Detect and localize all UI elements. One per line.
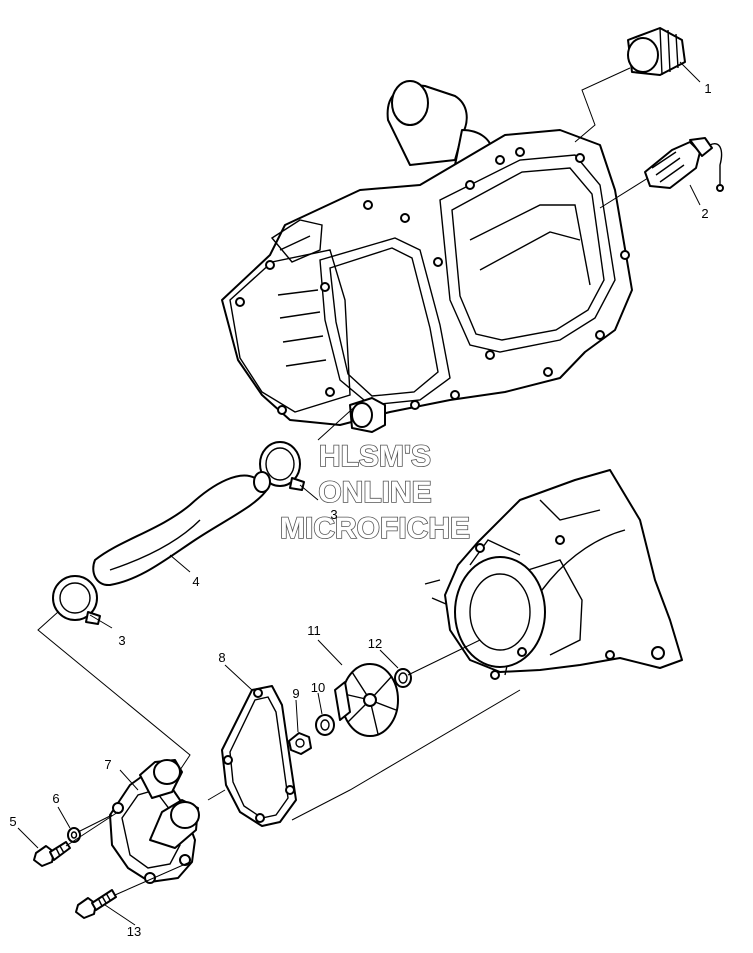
- callout-10: 10: [311, 680, 325, 695]
- part-12-seal: [394, 668, 412, 688]
- callout-6: 6: [52, 791, 59, 806]
- part-10-washer: [315, 714, 335, 736]
- callout-8: 8: [218, 650, 225, 665]
- crankcase-half: [424, 469, 683, 680]
- part-3-hose-clamp-lower: [52, 575, 101, 625]
- cylinder-head-assembly: [221, 80, 633, 433]
- part-13-bolt: [75, 889, 117, 919]
- watermark: HLSM'S ONLINE MICROFICHE: [279, 439, 471, 546]
- callout-7: 7: [104, 757, 111, 772]
- callout-3-upper: 3: [330, 507, 337, 522]
- callout-2: 2: [701, 206, 708, 221]
- part-9-nut: [288, 732, 312, 755]
- part-5-bolt: [33, 841, 71, 867]
- callout-11: 11: [307, 623, 321, 638]
- part-1-cap: [627, 27, 686, 76]
- part-2-temperature-sender: [644, 137, 724, 192]
- watermark-line-1: HLSM'S: [319, 440, 431, 473]
- callout-9: 9: [292, 686, 299, 701]
- part-3-hose-clamp-upper: [259, 441, 305, 491]
- part-4-coolant-hose: [92, 471, 271, 587]
- callout-5: 5: [9, 814, 16, 829]
- leader-lines: [17, 61, 701, 926]
- watermark-line-2: ONLINE: [318, 476, 431, 509]
- part-6-washer: [67, 827, 81, 843]
- callout-1: 1: [704, 81, 711, 96]
- callout-3-lower: 3: [118, 633, 125, 648]
- watermark-line-3: MICROFICHE: [280, 512, 470, 545]
- callout-labels: 1 2 3 3 4 5 6 7 8 9 10 11 12 13: [9, 81, 711, 939]
- part-11-impeller: [334, 663, 399, 737]
- callout-13: 13: [127, 924, 141, 939]
- callout-4: 4: [192, 574, 199, 589]
- part-7-water-pump-cover: [109, 759, 200, 884]
- callout-12: 12: [368, 636, 382, 651]
- part-8-gasket: [221, 685, 297, 827]
